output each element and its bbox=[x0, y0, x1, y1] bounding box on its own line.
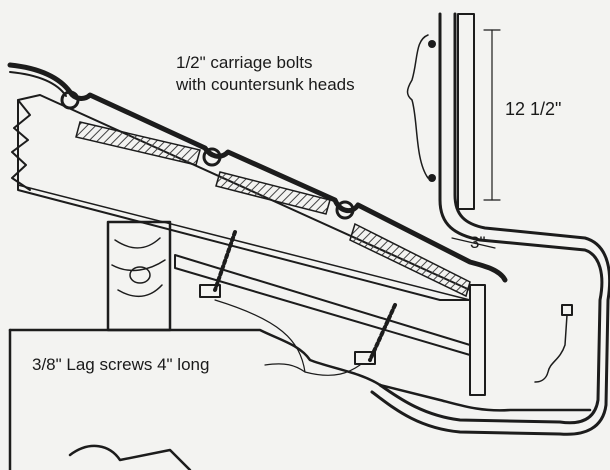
height-dimension-label: 12 1/2" bbox=[505, 99, 562, 119]
lower-plate bbox=[174, 254, 471, 356]
dimension-height bbox=[483, 29, 501, 201]
bolt-loop-icon bbox=[60, 90, 80, 110]
bolt-brace bbox=[406, 34, 429, 179]
lag-screws bbox=[199, 230, 397, 365]
carriage-bolts-label-1: 1/2" carriage bolts bbox=[176, 53, 313, 72]
lag-leader bbox=[214, 299, 361, 376]
tie-rod bbox=[370, 12, 610, 436]
connector bbox=[534, 304, 573, 383]
lag-screw-icon bbox=[213, 230, 237, 292]
bolt-head-icon bbox=[428, 174, 436, 182]
wood-post bbox=[106, 220, 172, 332]
bolt-head-icon bbox=[428, 40, 436, 48]
end-plate bbox=[469, 284, 486, 396]
offset-dimension-label: 3" bbox=[470, 233, 486, 252]
steel-strap bbox=[7, 62, 508, 283]
dimension-offset bbox=[451, 237, 496, 249]
lag-screws-label: 3/8" Lag screws 4" long bbox=[32, 355, 210, 374]
carriage-bolts-label-2: with countersunk heads bbox=[176, 75, 355, 94]
bolt-loop-icon bbox=[202, 147, 222, 167]
hatched-blocks bbox=[75, 121, 471, 298]
base-beam bbox=[8, 328, 592, 470]
lag-screw-icon bbox=[368, 303, 397, 362]
bolt-loop-icon bbox=[335, 200, 355, 220]
